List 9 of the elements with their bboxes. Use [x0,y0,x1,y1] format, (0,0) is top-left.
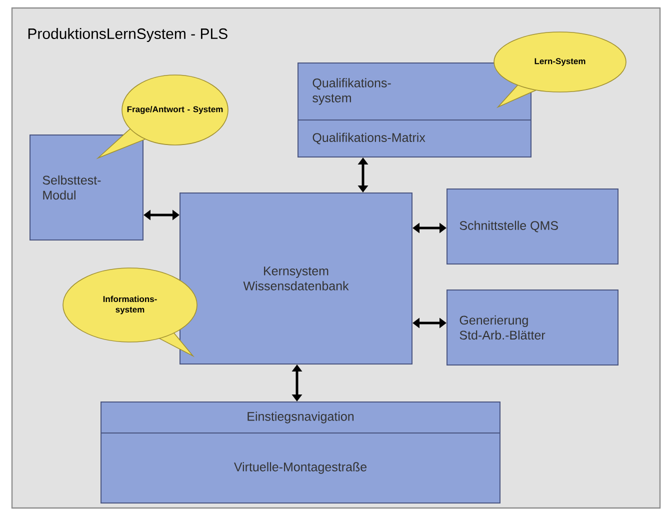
component-box: Generierung Std-Arb.-Blätter [446,290,618,366]
component-box: Qualifikations- system Qualifikations-Matrix [298,62,532,158]
component-box: Selbsttest- Modul [30,134,144,240]
component-box: Kernsystem Wissensdatenbank [180,192,412,364]
speech-bubble: Lern-System [494,32,626,108]
speech-bubble: Informations- system [62,268,198,358]
component-box: Einstiegsnavigation Virtuelle-Montagestraße [100,402,500,504]
speech-bubble: Frage/Antwort - System [96,74,228,160]
component-box: Schnittstelle QMS [446,188,618,264]
